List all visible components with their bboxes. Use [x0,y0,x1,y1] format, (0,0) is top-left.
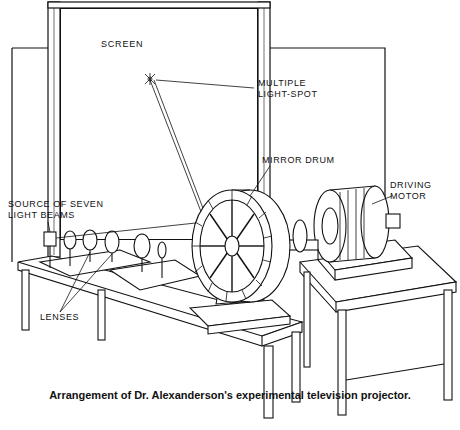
motor-shaft-end [386,214,400,228]
part-label: MIRROR DRUM [262,155,372,166]
drum-spokes [200,200,264,292]
lens [134,234,150,258]
lens [64,231,76,249]
table-leg [444,290,452,400]
part-label: SOURCE OF SEVEN LIGHT BEAMS [8,199,108,221]
table-leg [304,272,310,367]
lens [83,230,97,250]
table-leg [98,290,105,340]
motor-end [314,190,346,262]
part-label: MULTIPLE LIGHT-SPOT [258,78,338,100]
drum-hub [225,236,239,256]
wall-panel-edge [11,48,12,262]
part-label: LENSES [40,312,100,323]
lens [158,242,166,258]
node-text: SCREEN [101,39,143,49]
coupling [293,220,307,252]
part-label: DRIVING MOTOR [390,180,452,202]
light-source [44,232,56,246]
lens-board [110,260,200,290]
mirror-drum [192,190,272,302]
mirror-facets [192,190,272,301]
table-leg [264,346,273,418]
lens [105,231,119,253]
table-leg [22,270,29,330]
caption: Arrangement of Dr. Alexanderson's experi… [30,388,430,402]
